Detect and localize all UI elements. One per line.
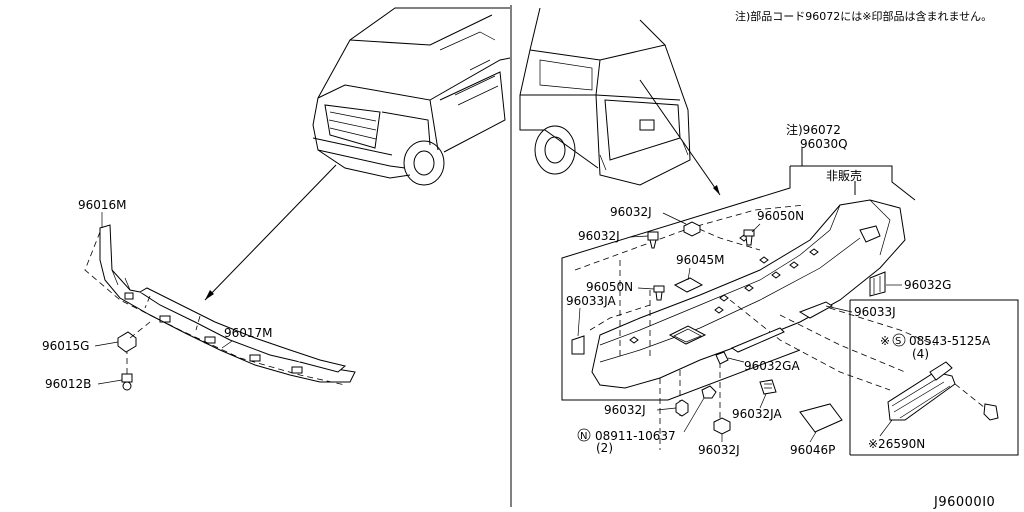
fastener-96032J-bot <box>675 399 689 417</box>
bracket-96033J <box>798 301 833 319</box>
label-08543: 08543-5125A <box>909 334 991 348</box>
rivet-96050N-mid <box>653 285 665 301</box>
rear-van-illustration <box>519 7 691 186</box>
label-96032JA: 96032JA <box>732 407 783 421</box>
fastener-96032J-top <box>683 221 701 237</box>
label-96032J-left: 96032J <box>578 229 620 243</box>
label-96017M: 96017M <box>224 326 273 340</box>
rivet-96050N-top <box>743 229 755 246</box>
label-96030Q: 96030Q <box>800 137 848 151</box>
label-96032G: 96032G <box>904 278 951 292</box>
note-text: 注)部品コード96072には※印部品は含まれません。 <box>735 9 992 23</box>
label-star-S: ※ <box>880 334 890 348</box>
clip-96033JA <box>571 335 585 355</box>
label-96016M: 96016M <box>78 198 127 212</box>
label-96046P: 96046P <box>790 443 835 457</box>
label-96012B: 96012B <box>45 377 91 391</box>
label-26590N: ※26590N <box>868 437 925 451</box>
assembly-frame <box>561 148 916 401</box>
label-S-mark: S <box>895 336 901 347</box>
front-van-illustration <box>312 7 511 186</box>
fastener-96032J-low <box>713 417 731 435</box>
nut-08911 <box>701 385 717 399</box>
label-08911-qty: (2) <box>596 441 613 455</box>
label-N-mark: N <box>580 431 587 442</box>
front-leader-arrow <box>204 164 337 301</box>
lamp-frame <box>849 299 1019 456</box>
label-96045M: 96045M <box>676 253 725 267</box>
front-reinforcement <box>84 224 356 386</box>
bracket-96032GA <box>715 327 785 365</box>
diagram-reference-code: J96000I0 <box>933 495 995 510</box>
label-96032GA: 96032GA <box>744 359 800 373</box>
rear-leader-arrow <box>639 79 721 196</box>
cover-96046P <box>799 403 843 433</box>
pad-96045M <box>668 277 707 345</box>
lamp-26590N <box>887 361 999 421</box>
label-hihanbai: 非販売 <box>826 168 862 183</box>
label-96072: 注)96072 <box>786 122 841 137</box>
fastener-96032J-left <box>647 231 659 249</box>
rear-bumper-fascia <box>591 199 906 389</box>
label-08543-qty: (4) <box>912 347 929 361</box>
label-96033J: 96033J <box>854 305 896 319</box>
label-96032J-low: 96032J <box>698 443 740 457</box>
label-08911: 08911-10637 <box>595 429 676 443</box>
label-96050N-mid: 96050N <box>586 280 633 294</box>
connector-96032JA <box>759 379 777 395</box>
label-96032J-bot: 96032J <box>604 403 646 417</box>
clip-96015G <box>117 321 151 353</box>
label-96032J-top: 96032J <box>610 205 652 219</box>
label-96015G: 96015G <box>42 339 89 353</box>
clip-96032G <box>869 271 886 297</box>
label-96033JA: 96033JA <box>566 294 617 308</box>
screw-96012B <box>121 352 133 391</box>
label-96050N-top: 96050N <box>757 209 804 223</box>
